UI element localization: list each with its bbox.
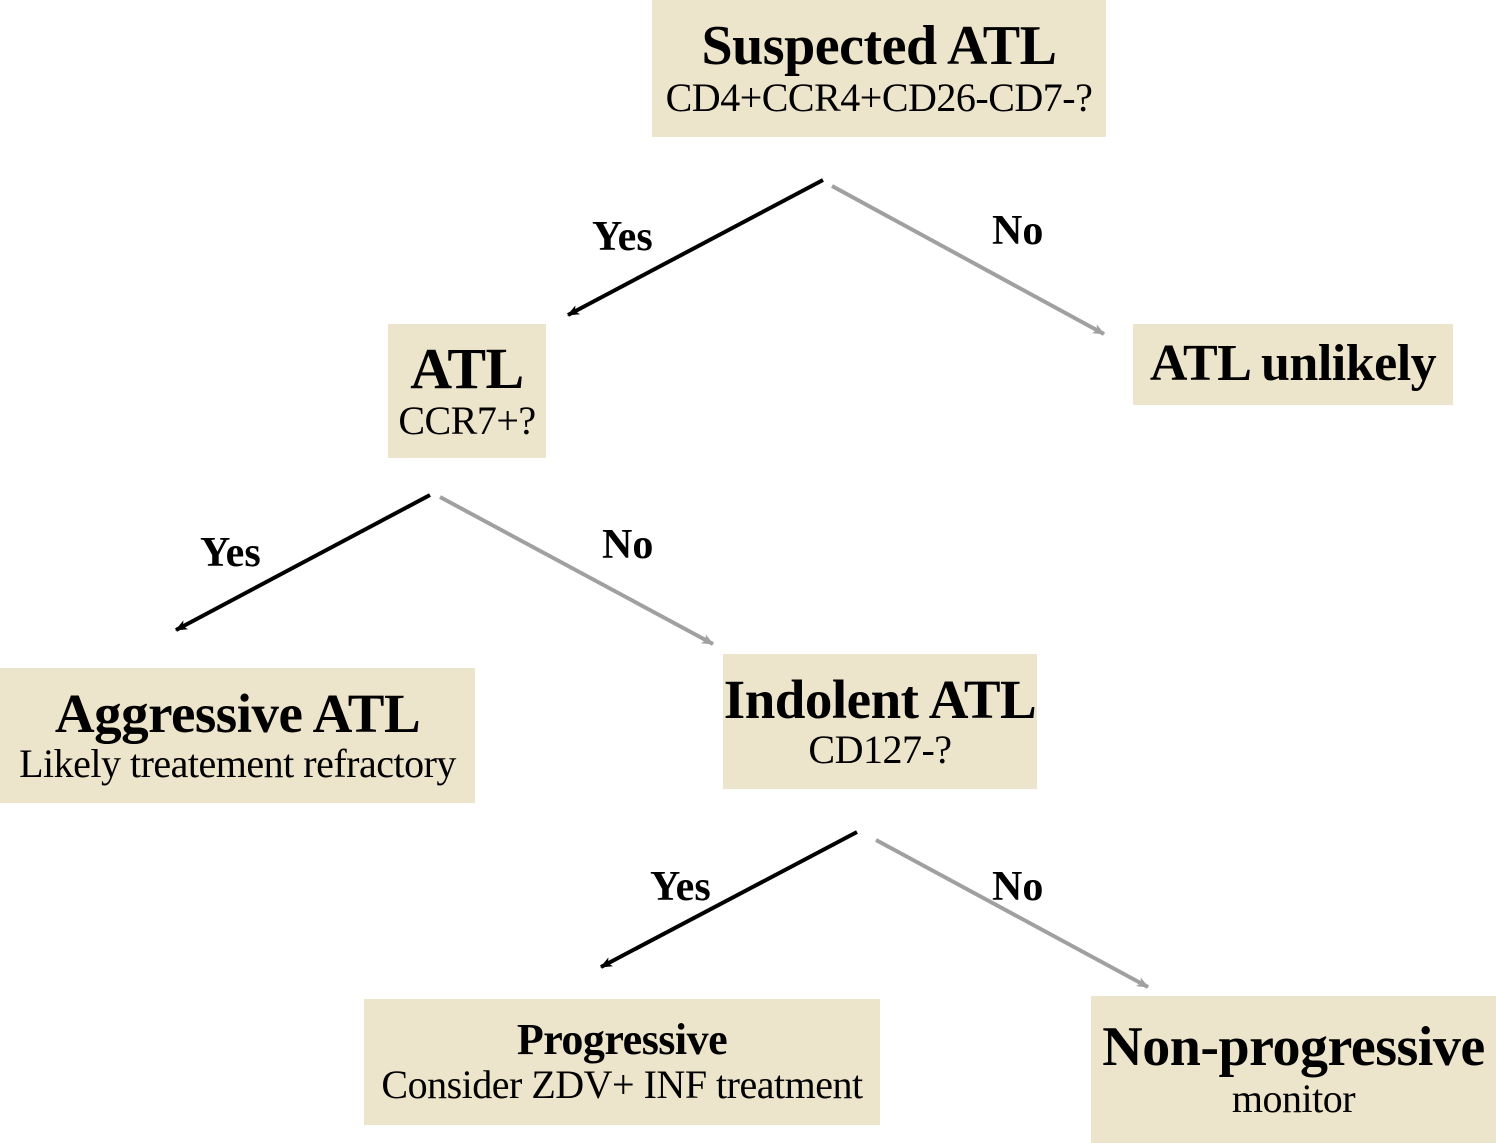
arrow-atl-yes	[175, 493, 431, 632]
edge-label-no: No	[992, 208, 1044, 254]
node-title: Suspected ATL	[701, 15, 1057, 78]
node-title: ATL	[410, 335, 524, 401]
node-title: Indolent ATL	[723, 668, 1037, 730]
node-title: ATL unlikely	[1149, 335, 1437, 393]
edge-label-no: No	[992, 864, 1044, 910]
node-indolent-atl: Indolent ATL CD127-?	[723, 654, 1037, 789]
node-suspected-atl: Suspected ATL CD4+CCR4+CD26-CD7-?	[652, 0, 1106, 137]
edge-label-no: No	[602, 522, 654, 568]
node-subtitle: Consider ZDV+ INF treatment	[381, 1062, 863, 1108]
node-subtitle: CD127-?	[808, 727, 952, 773]
node-progressive: Progressive Consider ZDV+ INF treatment	[364, 999, 880, 1125]
arrow-indolent-yes	[600, 830, 858, 969]
node-subtitle: CCR7+?	[398, 398, 536, 444]
node-title: Non-progressive	[1102, 1016, 1485, 1079]
node-subtitle: Likely treatement refractory	[19, 741, 456, 787]
edge-label-yes: Yes	[200, 530, 261, 576]
arrow-atl-no	[439, 495, 714, 646]
node-title: Aggressive ATL	[54, 682, 421, 744]
edge-label-yes: Yes	[650, 864, 711, 910]
arrow-suspected-no	[831, 184, 1105, 336]
node-atl: ATL CCR7+?	[388, 324, 546, 458]
edge-label-yes: Yes	[592, 214, 653, 260]
node-atl-unlikely: ATL unlikely	[1133, 324, 1453, 405]
arrow-suspected-yes	[567, 178, 824, 317]
arrow-indolent-no	[875, 838, 1149, 989]
node-title: Progressive	[516, 1014, 728, 1064]
node-aggressive-atl: Aggressive ATL Likely treatement refract…	[0, 668, 475, 803]
node-subtitle: CD4+CCR4+CD26-CD7-?	[665, 74, 1093, 120]
node-subtitle: monitor	[1231, 1075, 1356, 1121]
node-non-progressive: Non-progressive monitor	[1091, 996, 1496, 1143]
